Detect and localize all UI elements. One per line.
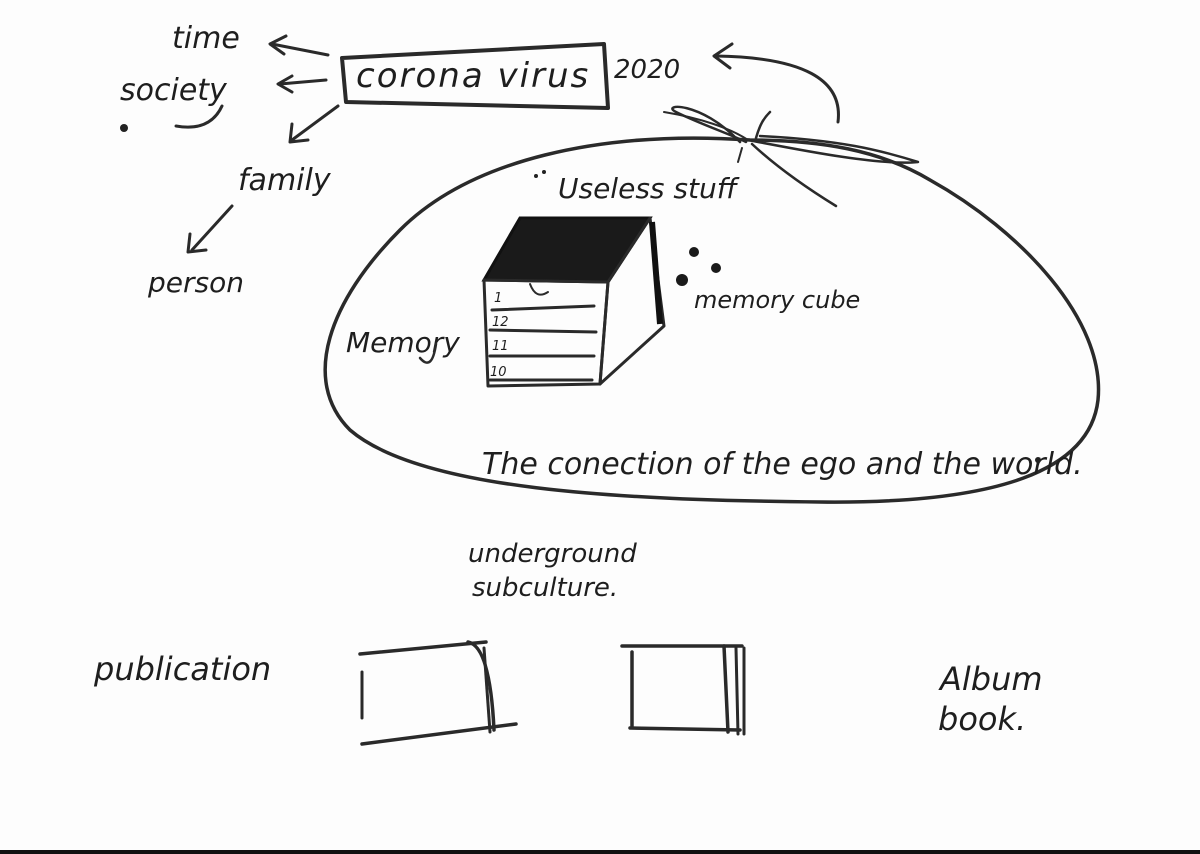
cube-row-label: 12	[492, 315, 509, 330]
year-label: 2020	[614, 55, 680, 85]
dot-marker	[120, 124, 128, 132]
underground-label: underground	[468, 539, 637, 569]
arrow-to-time	[268, 34, 330, 57]
cube-hook	[529, 283, 549, 296]
memory-tail	[418, 342, 438, 364]
dot-marker	[676, 274, 688, 286]
dot-marker	[1035, 457, 1041, 463]
corona-virus-box: corona virus	[340, 42, 610, 110]
memory-label: Memory	[346, 326, 460, 359]
arrow-to-person	[186, 204, 234, 254]
cube-row-label: 11	[492, 339, 509, 354]
memory-bag-outline	[323, 136, 1101, 504]
cube-row-line	[490, 304, 596, 312]
cube-row-label: 1	[494, 291, 502, 306]
memory-cube-label: memory cube	[694, 286, 860, 314]
dot-marker	[689, 247, 699, 257]
cube-side-face	[598, 216, 666, 386]
corona-box-outline	[340, 42, 610, 110]
book-label: book.	[938, 700, 1026, 738]
speck	[542, 170, 546, 174]
album-sketch-frame	[620, 644, 746, 736]
cube-row-line	[488, 328, 598, 334]
time-label: time	[172, 21, 240, 56]
person-label: person	[147, 266, 244, 299]
society-label: society	[120, 73, 228, 108]
arrow-to-family	[288, 104, 340, 144]
curved-arrow-to-year	[712, 42, 840, 124]
dot-marker	[711, 263, 721, 273]
cube-top-face	[481, 216, 653, 284]
album-label: Album	[938, 660, 1043, 698]
arrow-to-society	[276, 74, 328, 94]
family-label: family	[238, 163, 332, 198]
publication-sketch-frame	[358, 640, 518, 746]
publication-label: publication	[93, 650, 271, 688]
bag-knot	[663, 105, 920, 208]
cube-row-label: 10	[490, 365, 507, 380]
corona-virus-label: corona virus	[356, 56, 590, 96]
cube-edge-shade	[649, 221, 663, 325]
speck	[534, 174, 538, 178]
subculture-label: subculture.	[472, 573, 618, 603]
society-underline	[174, 104, 224, 129]
useless-stuff-label: Useless stuff	[558, 172, 740, 205]
connection-label: The conection of the ego and the world.	[482, 447, 1083, 482]
memory-cube: 1 12 11 10	[481, 216, 666, 388]
